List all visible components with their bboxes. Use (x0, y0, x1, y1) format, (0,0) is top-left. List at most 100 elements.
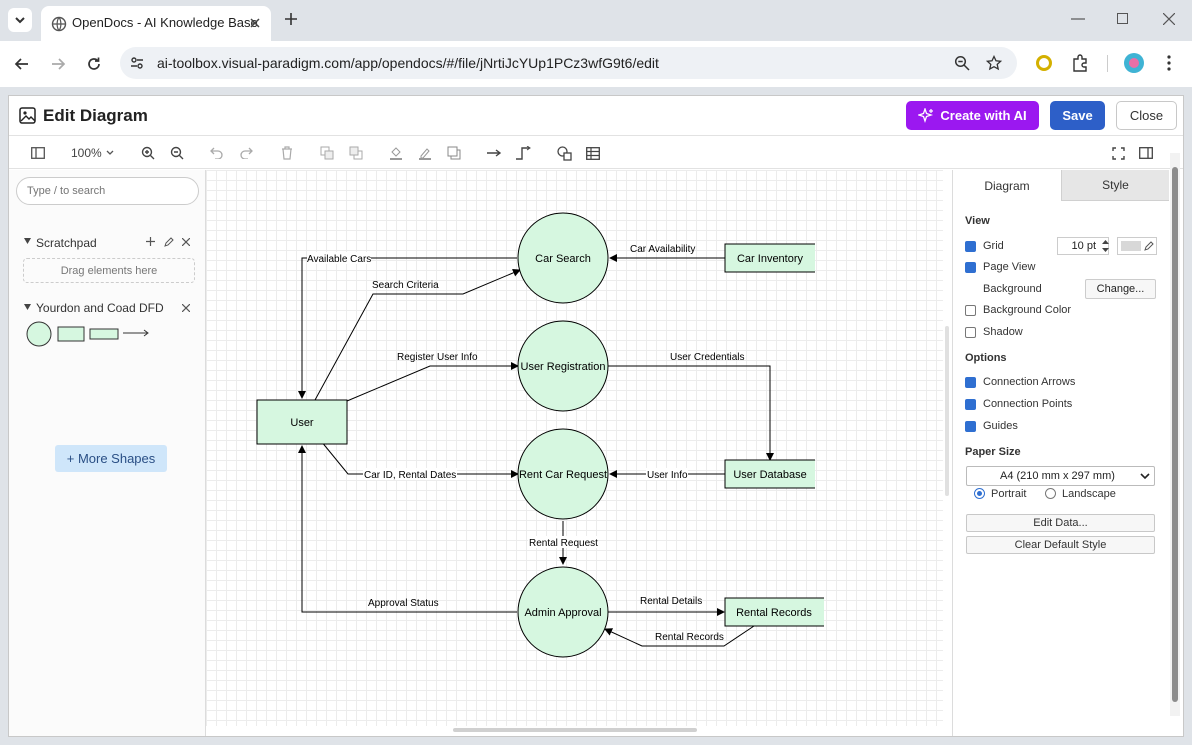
flow-user-credentials[interactable] (607, 365, 774, 461)
close-tab-icon[interactable] (250, 18, 260, 28)
delete-button[interactable] (274, 137, 300, 169)
edit-data-button[interactable]: Edit Data... (966, 514, 1155, 532)
entity-user[interactable]: User (256, 399, 348, 445)
clear-default-style-button[interactable]: Clear Default Style (966, 536, 1155, 554)
paint-bucket-icon (390, 147, 402, 160)
reload-icon[interactable] (86, 56, 102, 72)
spinner-icon[interactable] (1102, 238, 1109, 254)
background-color-checkbox[interactable] (965, 305, 976, 316)
format-panel-button[interactable] (1133, 137, 1159, 169)
guides-checkbox[interactable] (965, 421, 976, 432)
back-icon[interactable] (14, 56, 30, 72)
zoom-in-icon (141, 146, 155, 160)
create-with-ai-button[interactable]: Create with AI (906, 101, 1039, 130)
profile-avatar[interactable] (1124, 53, 1144, 73)
flow-rental-records[interactable] (604, 625, 755, 647)
paper-size-select[interactable]: A4 (210 mm x 297 mm) (966, 466, 1155, 486)
browser-menu-icon[interactable] (1166, 55, 1172, 71)
zoom-select[interactable]: 100% (71, 145, 121, 161)
waypoints-button[interactable] (510, 137, 536, 169)
to-front-button[interactable] (314, 137, 340, 169)
extension-icon-yellow[interactable] (1036, 55, 1052, 71)
extensions-puzzle-icon[interactable] (1071, 54, 1089, 72)
collapse-triangle-icon[interactable] (24, 304, 31, 310)
dialog-header: Edit Diagram Create with AI Save Close (9, 96, 1183, 136)
line-color-button[interactable] (412, 137, 438, 169)
grid-color-button[interactable] (1117, 237, 1157, 255)
more-shapes-button[interactable]: + More Shapes (55, 445, 167, 472)
close-icon[interactable] (182, 238, 190, 246)
table-button[interactable] (580, 137, 606, 169)
close-button[interactable]: Close (1116, 101, 1177, 130)
flow-search-criteria[interactable] (314, 269, 521, 401)
connection-points-checkbox[interactable] (965, 399, 976, 410)
forward-icon[interactable] (50, 56, 66, 72)
window-close-icon[interactable] (1163, 13, 1175, 25)
fullscreen-button[interactable] (1105, 137, 1131, 169)
shadow-checkbox[interactable] (965, 327, 976, 338)
zoom-page-icon[interactable] (954, 55, 970, 71)
shapes-button[interactable] (551, 137, 577, 169)
to-back-button[interactable] (343, 137, 369, 169)
redo-button[interactable] (233, 137, 259, 169)
datastore-rental-records[interactable]: Rental Records (724, 597, 824, 627)
address-bar[interactable]: ai-toolbox.visual-paradigm.com/app/opend… (120, 47, 1017, 79)
tab-diagram[interactable]: Diagram (953, 170, 1061, 201)
bookmark-star-icon[interactable] (986, 55, 1002, 71)
format-panel-toggle[interactable] (25, 137, 51, 169)
close-icon[interactable] (182, 304, 190, 312)
change-background-button[interactable]: Change... (1085, 279, 1156, 299)
landscape-radio[interactable] (1045, 488, 1056, 499)
new-tab-icon[interactable] (284, 12, 298, 26)
flow-approval-status[interactable] (298, 445, 517, 613)
maximize-icon[interactable] (1117, 13, 1128, 24)
fill-color-button[interactable] (383, 137, 409, 169)
zoom-out-button[interactable] (164, 137, 190, 169)
undo-button[interactable] (204, 137, 230, 169)
library-title[interactable]: Yourdon and Coad DFD (36, 301, 164, 315)
shape-search-input[interactable] (16, 177, 199, 205)
connection-style-button[interactable] (481, 137, 507, 169)
process-rent-car-request[interactable]: Rent Car Request (517, 428, 609, 520)
dfd-datastore-shape[interactable] (89, 327, 119, 341)
diagram-canvas[interactable]: Car Search User Registration Rent Car Re… (206, 170, 943, 726)
grid-size-input[interactable]: 10 pt (1057, 237, 1109, 255)
canvas-horizontal-scrollbar[interactable] (453, 728, 697, 732)
dfd-process-shape[interactable] (25, 320, 53, 348)
plus-icon[interactable] (146, 237, 155, 246)
flow-register-user-info[interactable] (346, 362, 519, 402)
clear-default-style-label: Clear Default Style (1014, 539, 1107, 551)
scratchpad-dropzone[interactable]: Drag elements here (23, 258, 195, 283)
url-text[interactable]: ai-toolbox.visual-paradigm.com/app/opend… (157, 55, 659, 71)
dfd-entity-shape[interactable] (57, 326, 85, 342)
grid-checkbox[interactable] (965, 241, 976, 252)
minimize-icon[interactable] (1071, 18, 1085, 20)
canvas-vertical-scrollbar[interactable] (945, 326, 949, 496)
browser-tab[interactable]: OpenDocs - AI Knowledge Base (41, 6, 271, 41)
flow-available-cars[interactable] (298, 257, 517, 399)
portrait-radio[interactable] (974, 488, 985, 499)
diagram-svg[interactable]: Car Search User Registration Rent Car Re… (206, 170, 943, 726)
scratchpad-title[interactable]: Scratchpad (36, 236, 97, 250)
panel-right-icon (1139, 147, 1153, 159)
page-view-checkbox[interactable] (965, 262, 976, 273)
datastore-user-database[interactable]: User Database (724, 459, 815, 489)
collapse-triangle-icon[interactable] (24, 238, 31, 244)
zoom-in-button[interactable] (135, 137, 161, 169)
tab-style[interactable]: Style (1061, 170, 1169, 201)
tab-list-button[interactable] (8, 8, 32, 32)
divider (1107, 55, 1108, 72)
site-settings-icon[interactable] (130, 56, 144, 70)
panel-scrollbar[interactable] (1170, 153, 1180, 716)
process-user-registration[interactable]: User Registration (517, 320, 609, 412)
process-admin-approval[interactable]: Admin Approval (517, 566, 609, 658)
connection-arrows-checkbox[interactable] (965, 377, 976, 388)
edit-pencil-icon[interactable] (164, 237, 174, 247)
save-button[interactable]: Save (1050, 101, 1105, 130)
shadow-label: Shadow (983, 326, 1023, 338)
datastore-car-inventory[interactable]: Car Inventory (724, 243, 815, 273)
process-car-search[interactable]: Car Search (517, 212, 609, 304)
dfd-flow-shape[interactable] (122, 329, 150, 337)
shadow-button[interactable] (441, 137, 467, 169)
flow-car-id-rental-dates[interactable] (320, 440, 519, 478)
